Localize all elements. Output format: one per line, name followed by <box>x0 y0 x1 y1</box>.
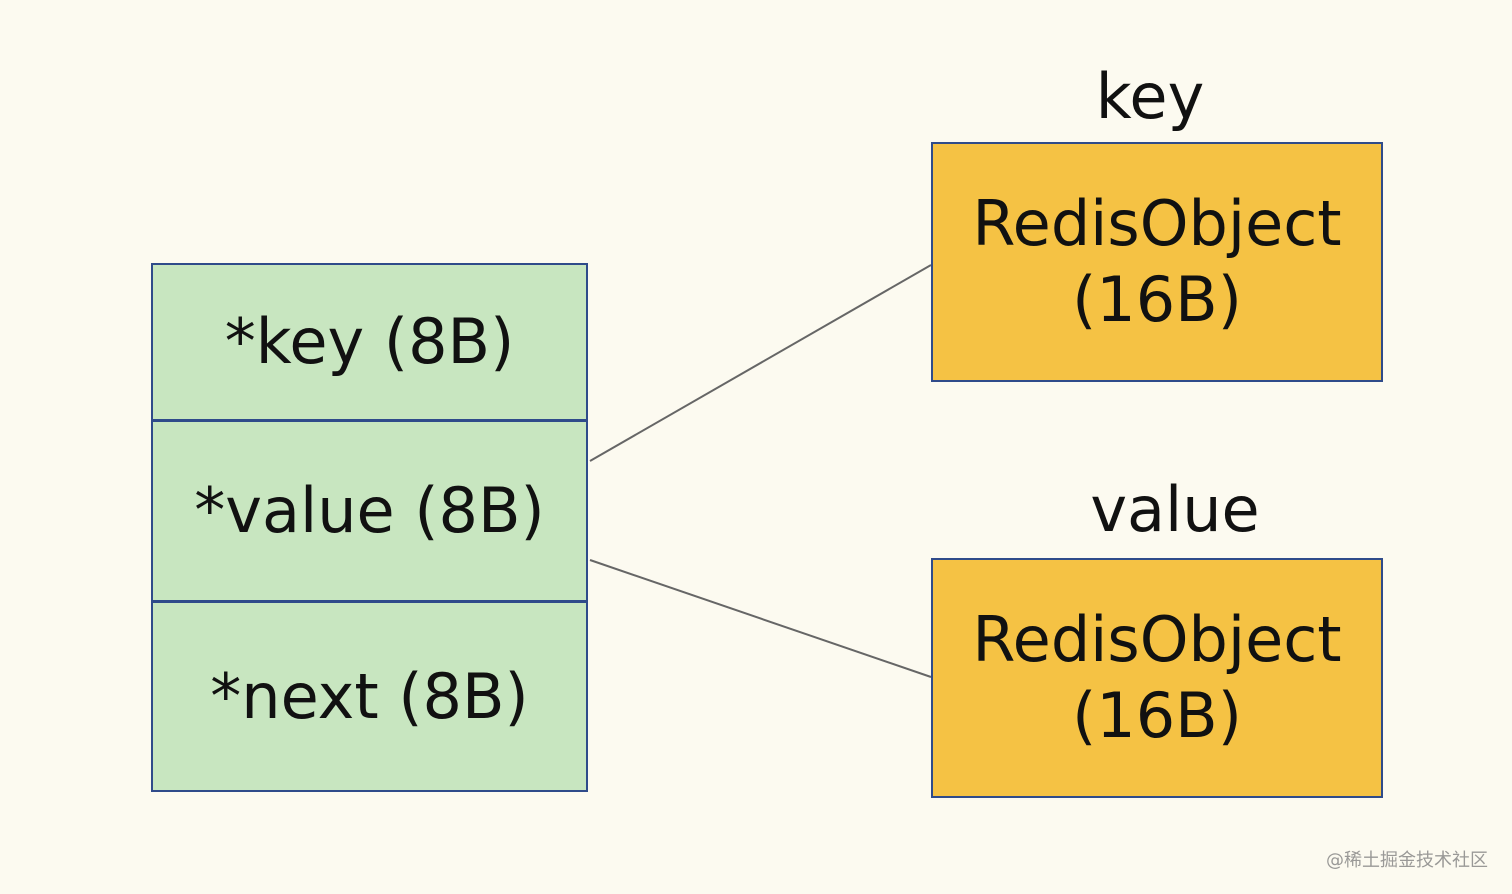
value-pointer-field: *value (8B) <box>151 420 588 602</box>
value-redis-object: RedisObject (16B) <box>931 558 1383 798</box>
value-pointer-connector <box>589 559 932 678</box>
value-object-name: RedisObject <box>972 603 1342 677</box>
value-object-label: value <box>1090 473 1260 546</box>
key-redis-object: RedisObject (16B) <box>931 142 1383 382</box>
key-pointer-field: *key (8B) <box>151 263 588 421</box>
key-pointer-connector <box>589 264 932 462</box>
dict-entry-block: *key (8B) *value (8B) *next (8B) <box>151 263 590 792</box>
key-object-size: (16B) <box>1072 263 1242 336</box>
site-watermark: @稀土掘金技术社区 <box>1326 850 1488 871</box>
value-object-size: (16B) <box>1072 679 1242 752</box>
key-object-name: RedisObject <box>972 187 1342 261</box>
next-pointer-field: *next (8B) <box>151 601 588 792</box>
key-object-label: key <box>1095 60 1205 133</box>
